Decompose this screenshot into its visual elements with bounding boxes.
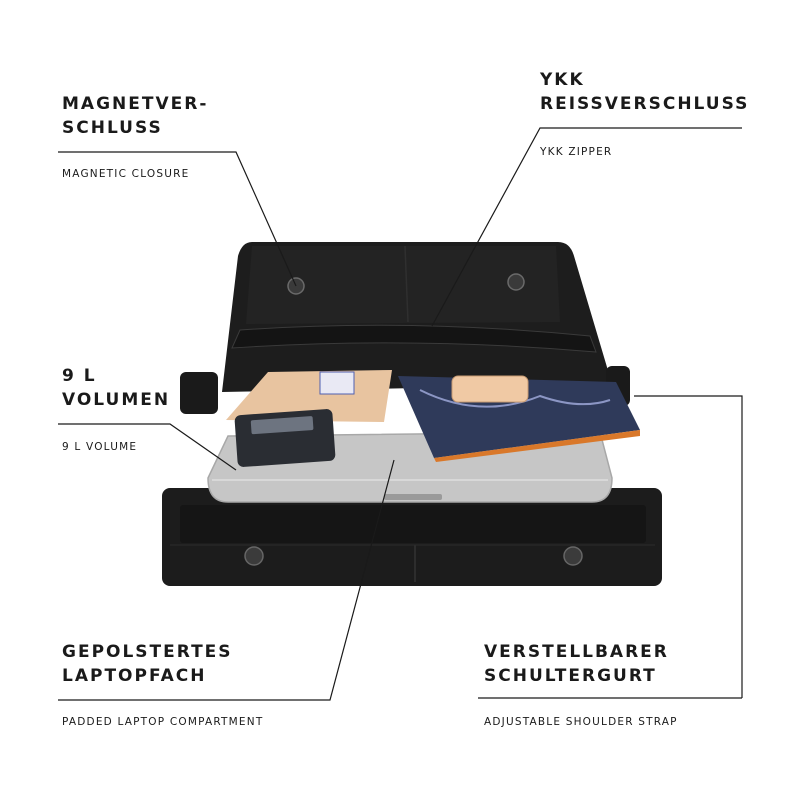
bag-upper-panel bbox=[246, 246, 560, 324]
strap-title-line2: SCHULTERGURT bbox=[484, 666, 657, 686]
volume-title-line1: 9 L bbox=[62, 366, 97, 386]
leader-strap bbox=[634, 395, 743, 698]
pens bbox=[319, 371, 355, 395]
flap-inner-band bbox=[180, 505, 646, 543]
leader-magnetic bbox=[58, 151, 297, 287]
leader-volume bbox=[58, 423, 237, 471]
zipper-title: YKK REIßVERSCHLUSS bbox=[540, 68, 749, 116]
notebook-edge bbox=[434, 430, 640, 462]
flap-magnet-right bbox=[563, 546, 583, 566]
laptop-title-line1: GEPOLSTERTES bbox=[62, 642, 233, 662]
shoulder-strap-title: VERSTELLBARER SCHULTERGURT bbox=[484, 640, 669, 688]
notebook-marble bbox=[419, 389, 611, 408]
strap-title-line1: VERSTELLBARER bbox=[484, 642, 669, 662]
zipper-title-line1: YKK bbox=[540, 70, 585, 90]
phone bbox=[451, 375, 529, 403]
laptop-title-line2: LAPTOPFACH bbox=[62, 666, 207, 686]
bag-center-seam bbox=[404, 245, 409, 323]
volume-subtitle: 9 L VOLUME bbox=[62, 441, 138, 453]
calculator-screen bbox=[250, 416, 314, 435]
volume-title-line2: VOLUMEN bbox=[62, 390, 171, 410]
bag-magnet-right bbox=[507, 273, 525, 291]
magnetic-closure-title: MAGNETVER- SCHLUSS bbox=[62, 92, 208, 140]
magnetic-title-line1: MAGNETVER- bbox=[62, 94, 209, 114]
volume-title: 9 L VOLUMEN bbox=[62, 364, 170, 412]
zipper-band bbox=[231, 324, 597, 353]
leader-laptop bbox=[58, 459, 395, 701]
strap-tab-left bbox=[180, 372, 218, 414]
calculator bbox=[234, 409, 336, 467]
flap-magnet-left bbox=[244, 546, 264, 566]
zipper-title-line2: REIßVERSCHLUSS bbox=[540, 94, 750, 114]
zipper-subtitle: YKK ZIPPER bbox=[540, 146, 613, 158]
laptop-compartment-title: GEPOLSTERTES LAPTOPFACH bbox=[62, 640, 233, 688]
magnetic-closure-subtitle: MAGNETIC CLOSURE bbox=[62, 168, 190, 180]
magnetic-title-line2: SCHLUSS bbox=[62, 118, 163, 138]
laptop-notch bbox=[384, 494, 442, 500]
shoulder-strap-subtitle: ADJUSTABLE SHOULDER STRAP bbox=[484, 716, 678, 728]
laptop-compartment-subtitle: PADDED LAPTOP COMPARTMENT bbox=[62, 716, 264, 728]
leader-zipper bbox=[431, 127, 742, 327]
